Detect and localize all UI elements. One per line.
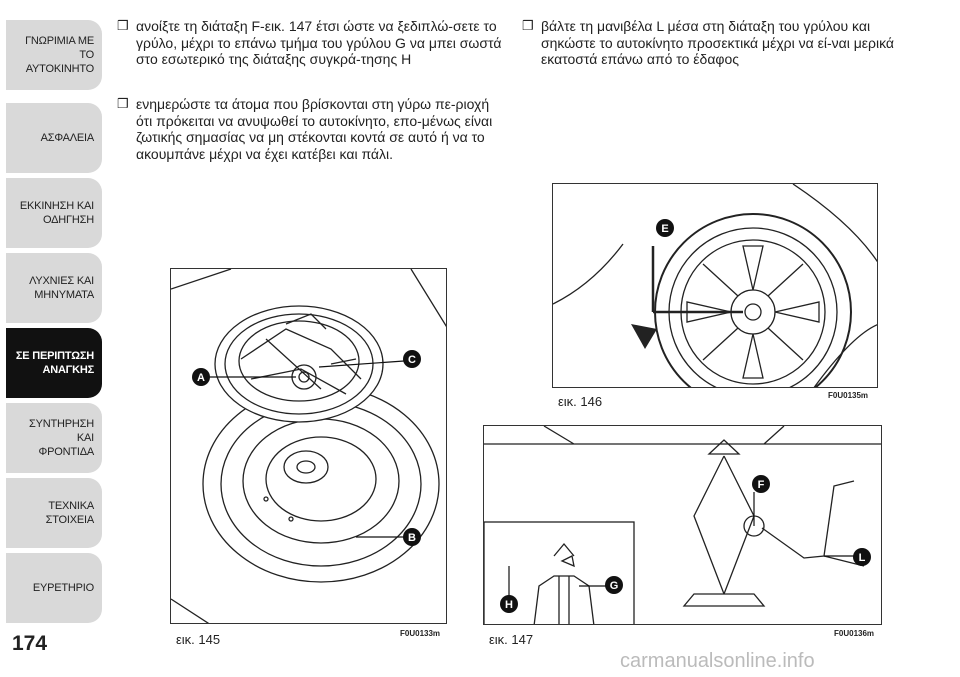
callout-a-marker <box>192 368 210 386</box>
figure-145-spare-wheel: A C B <box>170 268 447 624</box>
callout-e-label: E <box>661 223 668 235</box>
callout-g-label: G <box>610 580 619 592</box>
tab-maintenance[interactable]: ΣΥΝΤΗΡΗΣΗ ΚΑΙ ΦΡΟΝΤΙΔΑ <box>6 403 102 473</box>
callout-l-marker <box>853 548 871 566</box>
tab-label: ΤΕΧΝΙΚΑ ΣΤΟΙΧΕΙΑ <box>45 500 95 526</box>
tab-starting-driving[interactable]: ΕΚΚΙΝΗΣΗ ΚΑΙ ΟΔΗΓΗΣΗ <box>6 178 102 248</box>
checkbox-bullet-icon: ❒ <box>117 96 129 111</box>
figure-146-wheel-wrench: E <box>552 183 878 388</box>
rotation-arrow-icon <box>631 324 657 349</box>
tab-getting-to-know[interactable]: ΓΝΩΡΙΜΙΑ ΜΕ ΤΟ ΑΥΤΟΚΙΝΗΤΟ <box>6 20 102 90</box>
figure-145-caption: εικ. 145 <box>176 632 221 647</box>
checkbox-bullet-icon: ❒ <box>117 18 129 33</box>
callout-a-label: A <box>197 372 205 384</box>
figure-145-code: F0U0133m <box>400 629 441 638</box>
tab-label-line2: ΑΥΤΟΚΙΝΗΤΟ <box>25 63 94 75</box>
figure-147-jack: F L G H <box>483 425 882 625</box>
figure-146-code: F0U0135m <box>828 391 869 400</box>
tab-label-line1: ΛΥΧΝΙΕΣ ΚΑΙ <box>29 275 94 287</box>
callout-c-label: C <box>408 354 416 366</box>
tab-safety[interactable]: ΑΣΦΑΛΕΙΑ <box>6 103 102 173</box>
watermark: carmanualsonline.info <box>620 650 815 672</box>
callout-h-label: H <box>505 599 513 611</box>
tab-label-line2: ΑΝΑΓΚΗΣ <box>42 364 94 376</box>
tab-label-line1: ΣΕ ΠΕΡΙΠΤΩΣΗ <box>15 350 94 362</box>
instruction-warn-people: ❒ ενημερώστε τα άτομα που βρίσκονται στη… <box>117 96 503 162</box>
callout-f-label: F <box>758 479 765 491</box>
callout-c-marker <box>403 350 421 368</box>
tab-label-line1: ΣΥΝΤΗΡΗΣΗ ΚΑΙ <box>29 418 94 444</box>
tab-warning-lights[interactable]: ΛΥΧΝΙΕΣ ΚΑΙ ΜΗΝΥΜΑΤΑ <box>6 253 102 323</box>
tab-label-line1: ΓΝΩΡΙΜΙΑ ΜΕ ΤΟ <box>25 35 94 61</box>
callout-h-marker <box>500 595 518 613</box>
tab-emergency[interactable]: ΣΕ ΠΕΡΙΠΤΩΣΗ ΑΝΑΓΚΗΣ <box>6 328 102 398</box>
tab-label: ΕΥΡΕΤΗΡΙΟ <box>32 582 94 594</box>
figure-147-code: F0U0136m <box>834 629 875 638</box>
tab-label: ΑΣΦΑΛΕΙΑ <box>40 132 95 144</box>
callout-e-marker <box>656 219 674 237</box>
tab-index[interactable]: ΕΥΡΕΤΗΡΙΟ <box>6 553 102 623</box>
wheel-wrench-illustration: E <box>553 184 877 387</box>
tab-label-line2: ΜΗΝΥΜΑΤΑ <box>34 289 94 301</box>
tab-label-line1: ΕΚΚΙΝΗΣΗ ΚΑΙ <box>19 200 94 212</box>
callout-g-marker <box>605 576 623 594</box>
callout-f-marker <box>752 475 770 493</box>
callout-l-label: L <box>859 552 866 564</box>
paragraph-text: ενημερώστε τα άτομα που βρίσκονται στη γ… <box>136 96 493 162</box>
page-number: 174 <box>12 632 48 655</box>
instruction-open-jack: ❒ ανοίξτε τη διάταξη F-εικ. 147 έτσι ώστ… <box>117 18 503 68</box>
paragraph-text: ανοίξτε τη διάταξη F-εικ. 147 έτσι ώστε … <box>136 18 502 67</box>
paragraph-text: βάλτε τη μανιβέλα L μέσα στη διάταξη του… <box>541 18 895 67</box>
instruction-insert-crank: ❒ βάλτε τη μανιβέλα L μέσα στη διάταξη τ… <box>522 18 914 68</box>
figure-146-caption: εικ. 146 <box>558 394 603 409</box>
spare-wheel-illustration: A C B <box>171 269 446 623</box>
tab-technical-data[interactable]: ΤΕΧΝΙΚΑ ΣΤΟΙΧΕΙΑ <box>6 478 102 548</box>
callout-b-marker <box>403 528 421 546</box>
tab-label-line2: ΦΡΟΝΤΙΔΑ <box>38 446 95 458</box>
callout-b-label: B <box>408 532 416 544</box>
figure-147-caption: εικ. 147 <box>489 632 534 647</box>
jack-illustration: F L G H <box>484 426 881 624</box>
checkbox-bullet-icon: ❒ <box>522 18 534 33</box>
tab-label-line2: ΟΔΗΓΗΣΗ <box>43 214 94 226</box>
chapter-sidebar: ΓΝΩΡΙΜΙΑ ΜΕ ΤΟ ΑΥΤΟΚΙΝΗΤΟ ΑΣΦΑΛΕΙΑ ΕΚΚΙΝΗ… <box>0 0 103 677</box>
